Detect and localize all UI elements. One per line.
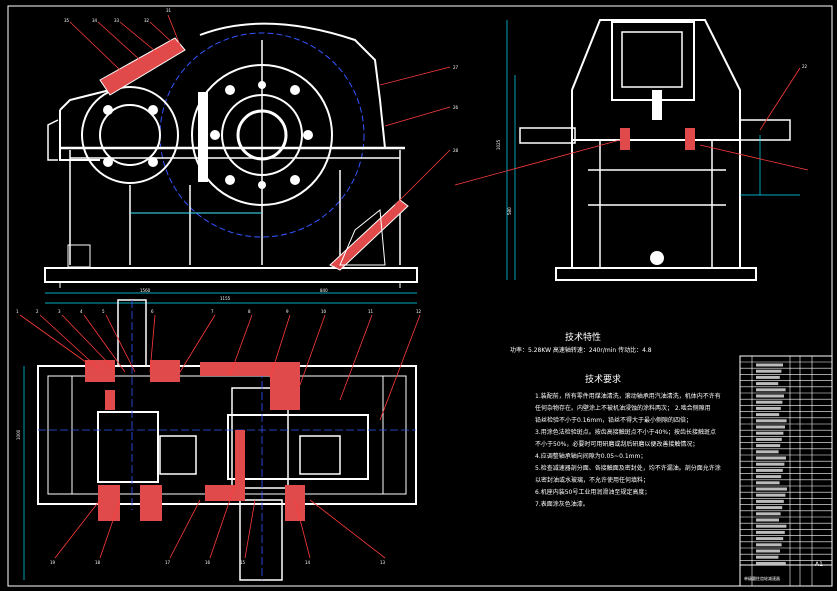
bom-filled-cells xyxy=(756,363,787,565)
bom-cell-text xyxy=(756,382,779,386)
part-label: 4 xyxy=(80,309,83,314)
bom-cell-text xyxy=(756,444,781,448)
part-label: 6 xyxy=(151,309,154,314)
front-part-labels: 35 34 33 32 31 27 26 28 xyxy=(64,8,459,153)
dim-top-left: 1560 xyxy=(140,288,151,293)
tech-requirements-list: 1.装配前，所有零件用煤油清洗，滚动轴承用汽油清洗，机体内不许有 任何杂物存在。… xyxy=(535,392,721,508)
bom-cell-text xyxy=(756,537,784,541)
plan-sections xyxy=(85,360,305,521)
side-leaders xyxy=(454,67,809,186)
bom-cell-text xyxy=(756,512,781,516)
bom-cell-text xyxy=(756,543,782,547)
bill-of-materials xyxy=(739,355,833,587)
requirement-line: 以密封油或水玻璃，不允许使用任何填料； xyxy=(535,476,649,484)
requirement-line: 5.检查减速器剖分面、各接触面及密封处，均不许漏油。剖分面允许涂 xyxy=(535,464,721,472)
tech-features-line: 功率：5.28KW 高速轴转速：240r/min 传动比：4.8 xyxy=(510,346,652,354)
bom-cell-text xyxy=(756,400,783,404)
side-dimensions xyxy=(506,20,800,280)
bom-cell-text xyxy=(756,487,787,491)
bom-cell-text xyxy=(756,437,782,441)
bom-cell-text xyxy=(756,468,783,472)
bom-cell-text xyxy=(756,530,785,534)
part-label: 17 xyxy=(165,560,171,565)
part-label: 10 xyxy=(321,309,327,314)
bom-cell-text xyxy=(756,388,786,392)
front-leaders xyxy=(69,14,451,206)
part-label: 26 xyxy=(453,105,459,110)
part-label: 32 xyxy=(144,18,150,23)
requirement-line: 铅丝检验不小于0.16mm，铅丝不得大于最小侧隙的四倍； xyxy=(535,416,692,424)
requirement-line: 6.机座内装50号工业用润滑油至规定高度； xyxy=(535,488,650,496)
plan-leaders xyxy=(19,314,421,559)
part-label: 2 xyxy=(36,309,39,314)
requirement-line: 任何杂物存在。内壁涂上不被机油浸蚀的涂料两次； 2.啮合侧隙用 xyxy=(535,404,711,412)
part-label: 14 xyxy=(305,560,311,565)
part-label: 8 xyxy=(248,309,251,314)
part-label: 19 xyxy=(50,560,56,565)
bom-cell-text xyxy=(756,456,786,460)
front-view xyxy=(44,22,418,288)
part-label: 27 xyxy=(453,65,459,70)
part-label: 13 xyxy=(380,560,386,565)
part-label: 28 xyxy=(453,148,459,153)
part-label: 7 xyxy=(211,309,214,314)
bom-cell-text xyxy=(756,555,779,559)
part-label: 34 xyxy=(92,18,98,23)
bom-cell-text xyxy=(756,431,784,435)
bom-cell-text xyxy=(756,419,787,423)
bom-cell-text xyxy=(756,518,779,522)
part-label: 35 xyxy=(64,18,70,23)
requirement-line: 3.用涂色法检验斑点。按齿高接触斑点不小于40%；按齿长接触斑点 xyxy=(535,428,716,436)
front-dimensions xyxy=(45,212,417,304)
bom-cell-text xyxy=(756,394,784,398)
dim-side-half: 580 xyxy=(507,207,512,215)
part-label: 1 xyxy=(16,309,19,314)
part-label: 33 xyxy=(114,18,120,23)
part-label: 5 xyxy=(102,309,105,314)
tech-requirements-title: 技术要求 xyxy=(585,373,621,385)
bom-cell-text xyxy=(756,493,786,497)
dim-top-overall: 1155 xyxy=(220,296,231,301)
bom-cell-text xyxy=(756,363,783,367)
part-label: 18 xyxy=(95,560,101,565)
bom-cell-text xyxy=(756,499,784,503)
bom-cell-text xyxy=(756,462,785,466)
sheet-border xyxy=(7,5,833,587)
part-label: 3 xyxy=(58,309,61,314)
side-view xyxy=(519,19,791,281)
bom-cell-text xyxy=(756,524,787,528)
dim-plan-height: 1000 xyxy=(16,429,21,440)
plan-part-labels-top: 1 2 3 4 5 6 7 8 9 10 11 12 xyxy=(16,309,422,314)
bom-cell-text xyxy=(756,425,785,429)
part-label: 15 xyxy=(240,560,246,565)
bom-cell-text xyxy=(756,506,783,510)
requirement-line: 7.表面涂灰色油漆。 xyxy=(535,500,589,508)
part-label: 12 xyxy=(416,309,422,314)
requirement-line: 4.应调整轴承轴向间隙为0.05~0.1mm； xyxy=(535,452,646,460)
requirement-line: 1.装配前，所有零件用煤油清洗，滚动轴承用汽油清洗，机体内不许有 xyxy=(535,392,721,400)
title-block-scale: A1 xyxy=(815,561,823,568)
bom-cell-text xyxy=(756,481,780,485)
bom-cell-text xyxy=(756,413,780,417)
tech-features-title: 技术特性 xyxy=(565,331,601,343)
part-label: 16 xyxy=(205,560,211,565)
bom-cell-text xyxy=(756,561,786,565)
part-label: 31 xyxy=(166,8,172,13)
bom-cell-text xyxy=(756,450,779,454)
part-label: 11 xyxy=(368,309,374,314)
plan-part-labels-bottom: 19 18 17 16 15 14 13 xyxy=(50,560,386,565)
requirement-line: 不小于50%，必要时可用研磨或刮后研磨以便改善接触情况； xyxy=(535,440,698,448)
dim-top-span: 840 xyxy=(320,288,328,293)
part-label: 9 xyxy=(286,309,289,314)
bom-cell-text xyxy=(756,406,781,410)
bom-cell-text xyxy=(756,369,782,373)
bom-cell-text xyxy=(756,375,780,379)
dim-side-height: 1025 xyxy=(496,139,501,150)
part-label: 22 xyxy=(802,64,808,69)
title-block-label: 单级圆柱齿轮减速器 xyxy=(744,575,780,581)
bom-cell-text xyxy=(756,549,780,553)
bom-cell-text xyxy=(756,475,782,479)
